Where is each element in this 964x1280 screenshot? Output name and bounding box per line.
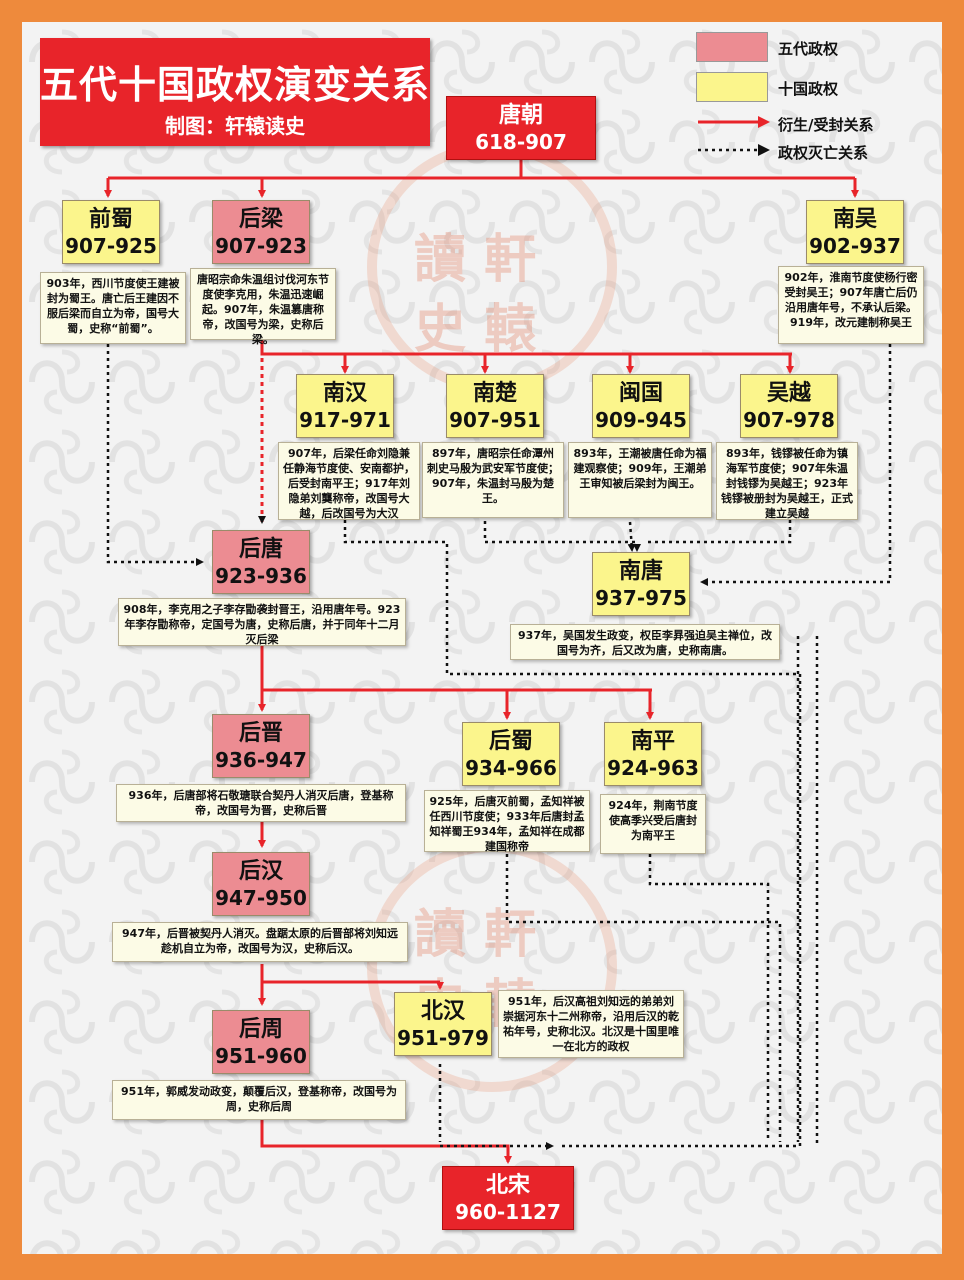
note-houshu: 925年，后唐灭前蜀，孟知祥被任西川节度使；933年后唐封孟知祥蜀王934年，孟… — [424, 790, 590, 853]
node-years: 907-951 — [449, 408, 541, 432]
node-houzhou: 后周 951-960 — [212, 1010, 310, 1074]
legend-label-shiguo: 十国政权 — [778, 80, 839, 98]
node-houjin: 后晋 936-947 — [212, 714, 310, 778]
node-years: 618-907 — [475, 130, 567, 154]
note-houzhou: 951年，郭威发动政变，颠覆后汉，登基称帝，改国号为周，史称后周 — [112, 1080, 406, 1120]
note-beihan: 951年，后汉高祖刘知远的弟弟刘崇据河东十二州称帝，沿用后汉的乾祐年号，史称北汉… — [498, 990, 684, 1058]
node-years: 902-937 — [809, 234, 901, 258]
watermark-text-top-2: 史 轅 — [414, 299, 537, 360]
node-years: 937-975 — [595, 586, 687, 610]
node-name: 北汉 — [420, 999, 465, 1024]
node-name: 南楚 — [472, 381, 517, 406]
node-beihan: 北汉 951-979 — [394, 992, 492, 1056]
node-years: 951-960 — [215, 1044, 307, 1068]
page-subtitle: 制图：轩辕读史 — [165, 114, 305, 138]
node-years: 924-963 — [607, 756, 699, 780]
node-name: 后周 — [238, 1017, 283, 1042]
node-name: 南汉 — [322, 381, 367, 406]
note-wuyue: 893年，钱镠被任命为镇海军节度使；907年朱温封钱镠为吴越王；923年钱镠被册… — [716, 442, 858, 520]
node-tang: 唐朝 618-907 — [446, 96, 596, 160]
legend-swatch-shiguo — [696, 72, 768, 102]
node-name: 南吴 — [832, 207, 877, 232]
node-years: 947-950 — [215, 886, 307, 910]
note-nanwu: 902年，淮南节度使杨行密受封吴王；907年唐亡后仍沿用唐年号，不承认后梁。91… — [778, 266, 924, 344]
legend-label-derive: 衍生/受封关系 — [778, 116, 874, 134]
node-name: 南唐 — [618, 559, 663, 584]
node-nanhan: 南汉 917-971 — [296, 374, 394, 438]
node-wuyue: 吴越 907-978 — [740, 374, 838, 438]
note-nantang: 937年，吴国发生政变，权臣李昪强迫吴主禅位，改国号为齐，后又改为唐，史称南唐。 — [510, 624, 780, 660]
legend-label-destroy: 政权灭亡关系 — [778, 144, 869, 162]
note-minguo: 893年，王潮被唐任命为福建观察使；909年，王潮弟王审知被后梁封为闽王。 — [568, 442, 712, 518]
node-name: 吴越 — [766, 381, 811, 406]
node-name: 唐朝 — [498, 103, 543, 128]
note-nanchu: 897年，唐昭宗任命潭州刺史马殷为武安军节度使；907年，朱温封马殷为楚王。 — [422, 442, 564, 518]
node-years: 907-978 — [743, 408, 835, 432]
node-houtang: 后唐 923-936 — [212, 530, 310, 594]
legend-label-wudai: 五代政权 — [778, 40, 839, 58]
node-years: 909-945 — [595, 408, 687, 432]
note-qianshu: 903年，西川节度使王建被封为蜀王。唐亡后王建因不服后梁而自立为帝，国号大蜀，史… — [40, 272, 186, 344]
legend-line-dotted — [698, 144, 770, 156]
node-years: 923-936 — [215, 564, 307, 588]
note-houliang: 唐昭宗命朱温组讨伐河东节度使李克用，朱温迅速崛起。907年，朱温篡唐称帝，改国号… — [190, 268, 336, 346]
node-nantang: 南唐 937-975 — [592, 552, 690, 616]
node-name: 闽国 — [618, 381, 663, 406]
node-name: 后梁 — [238, 207, 283, 232]
node-name: 后唐 — [238, 537, 283, 562]
title-banner: 五代十国政权演变关系 制图：轩辕读史 — [40, 38, 430, 146]
node-name: 后晋 — [238, 721, 283, 746]
node-years: 960-1127 — [455, 1200, 561, 1224]
node-name: 南平 — [630, 729, 675, 754]
node-years: 934-966 — [465, 756, 557, 780]
node-nanchu: 南楚 907-951 — [446, 374, 544, 438]
node-years: 917-971 — [299, 408, 391, 432]
node-houhan: 后汉 947-950 — [212, 852, 310, 916]
node-houshu: 后蜀 934-966 — [462, 722, 560, 786]
node-nanping: 南平 924-963 — [604, 722, 702, 786]
diagram-canvas: 讀 軒 史 轅 讀 軒 史 轅 — [22, 22, 942, 1254]
node-houliang: 后梁 907-923 — [212, 200, 310, 264]
note-houjin: 936年，后唐部将石敬瑭联合契丹人消灭后唐，登基称帝，改国号为晋，史称后晋 — [116, 784, 406, 822]
node-minguo: 闽国 909-945 — [592, 374, 690, 438]
node-years: 951-979 — [397, 1026, 489, 1050]
page-title: 五代十国政权演变关系 — [40, 63, 431, 107]
watermark-text-bottom: 讀 軒 — [414, 904, 537, 965]
node-name: 后蜀 — [488, 729, 533, 754]
node-qianshu: 前蜀 907-925 — [62, 200, 160, 264]
watermark-text-top: 讀 軒 — [414, 229, 537, 290]
node-years: 936-947 — [215, 748, 307, 772]
note-houhan: 947年，后晋被契丹人消灭。盘踞太原的后晋部将刘知远趁机自立为帝，改国号为汉，史… — [112, 922, 408, 962]
connector-lines — [104, 160, 892, 1164]
node-years: 907-923 — [215, 234, 307, 258]
node-nanwu: 南吴 902-937 — [806, 200, 904, 264]
note-houtang: 908年，李克用之子李存勖袭封晋王，沿用唐年号。923年李存勖称帝，定国号为唐，… — [118, 598, 406, 646]
note-nanping: 924年，荆南节度使高季兴受后唐封为南平王 — [600, 794, 706, 854]
node-beisong: 北宋 960-1127 — [442, 1166, 574, 1230]
node-name: 北宋 — [485, 1173, 530, 1198]
legend-swatch-wudai — [696, 32, 768, 62]
note-nanhan: 907年，后梁任命刘隐兼任静海节度使、安南都护，后受封南平王；917年刘隐弟刘龑… — [278, 442, 420, 520]
node-years: 907-925 — [65, 234, 157, 258]
node-name: 后汉 — [238, 859, 283, 884]
node-name: 前蜀 — [88, 207, 133, 232]
legend-line-red — [698, 116, 770, 128]
